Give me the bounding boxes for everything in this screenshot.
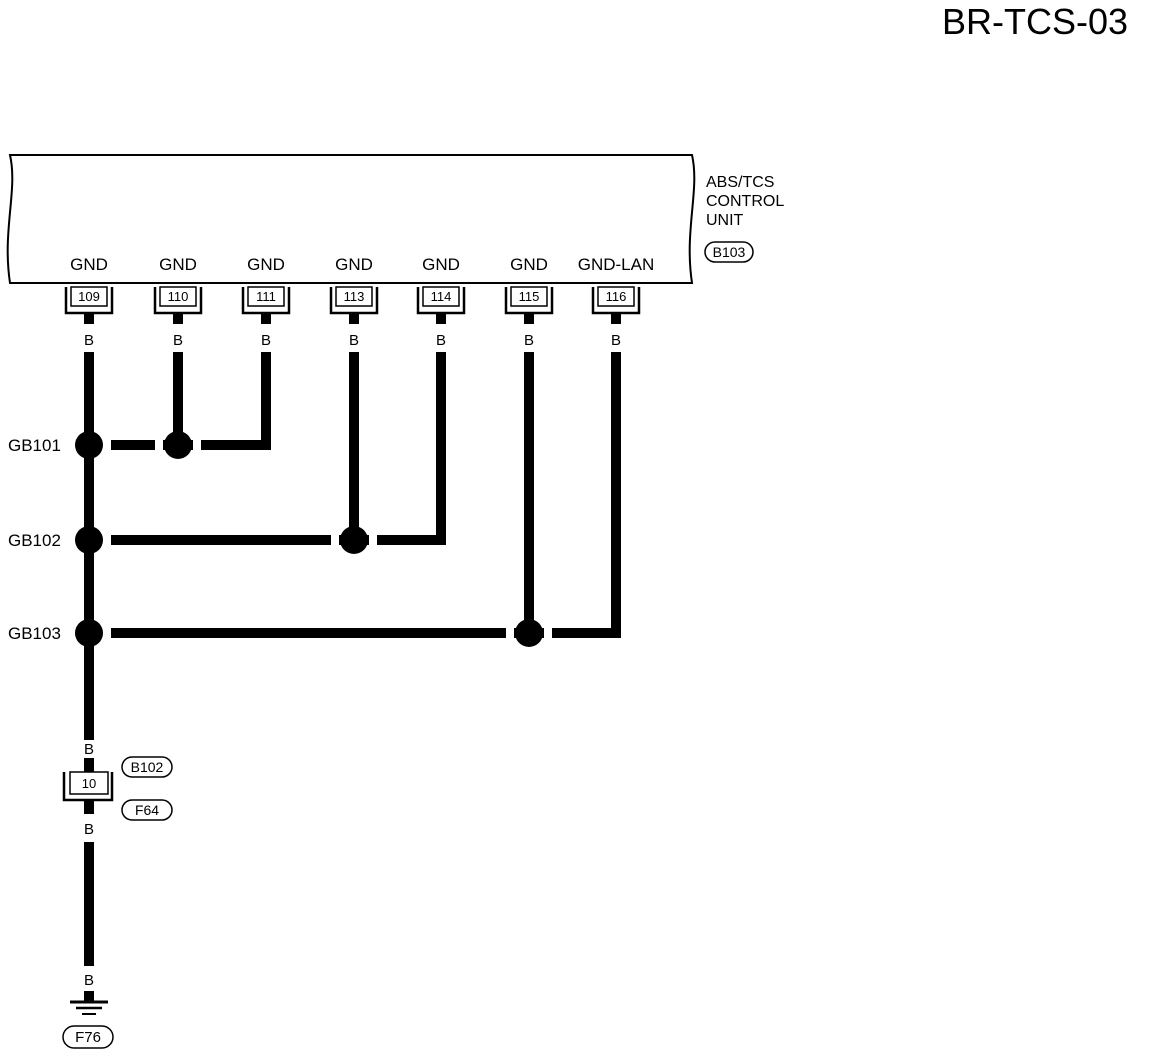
ground-icon [70, 991, 108, 1015]
signal-label-115: GND [510, 255, 548, 274]
signal-label-114: GND [422, 255, 460, 274]
wire-114-to-gb102 [107, 352, 446, 545]
wire-color-114: B [436, 332, 446, 349]
control-unit-name-line1: ABS/TCS [706, 174, 774, 191]
wire-111-to-gb101 [107, 352, 271, 450]
signal-label-110: GND [159, 255, 197, 274]
pin-number-110: 110 [168, 289, 189, 304]
wire-color-110: B [173, 332, 183, 349]
joint-upper-connector-tag: B102 [121, 756, 173, 778]
control-unit-connector-tag: B103 [704, 241, 754, 263]
pin-terminal-116: 116 [591, 286, 641, 315]
pin-number-116: 116 [606, 289, 627, 304]
wire-color-111: B [261, 332, 271, 349]
signal-label-113: GND [335, 255, 373, 274]
pin-terminal-113: 113 [329, 286, 379, 315]
joint-connector-pin: 10 [82, 776, 96, 791]
pin-terminal-110: 110 [153, 286, 203, 315]
page-code: BR-TCS-03 [942, 1, 1128, 42]
pin-number-109: 109 [78, 289, 100, 304]
pin-number-111: 111 [256, 289, 276, 304]
splice-dot-110 [164, 431, 192, 459]
wire-color-109: B [84, 332, 94, 349]
wire-color-116: B [611, 332, 621, 349]
splice-label-gb101: GB101 [8, 436, 61, 455]
splice-label-gb103: GB103 [8, 624, 61, 643]
pin-number-114: 114 [431, 289, 452, 304]
splice-dot-gb101 [75, 431, 103, 459]
splice-dot-gb103 [75, 619, 103, 647]
pin-number-113: 113 [344, 289, 365, 304]
wire-color-ground: B [84, 972, 94, 989]
wire-color-below-joint: B [84, 821, 94, 838]
terminal-stubs [84, 313, 621, 324]
pin-terminal-111: 111 [241, 286, 291, 315]
control-unit-name-line3: UNIT [706, 212, 744, 229]
ground-connector-label: F76 [75, 1029, 101, 1046]
signal-label-109: GND [70, 255, 108, 274]
signal-label-116: GND-LAN [578, 255, 655, 274]
pin-number-115: 115 [519, 289, 540, 304]
pin-terminal-114: 114 [416, 286, 466, 315]
pin-terminal-109: 109 [64, 286, 114, 315]
joint-lower-connector-tag: F64 [121, 799, 173, 821]
wire-gaps [103, 438, 552, 640]
splice-dot-113 [340, 526, 368, 554]
control-unit-name-line2: CONTROL [706, 193, 784, 210]
splice-dots [75, 431, 543, 647]
control-unit-box [6, 154, 696, 284]
splice-dot-gb102 [75, 526, 103, 554]
wire-color-115: B [524, 332, 534, 349]
joint-upper-connector-label: B102 [131, 759, 164, 775]
control-unit-connector-label: B103 [713, 244, 746, 260]
pin-terminal-115: 115 [504, 286, 554, 315]
splice-dot-115 [515, 619, 543, 647]
wire-color-113: B [349, 332, 359, 349]
splice-label-gb102: GB102 [8, 531, 61, 550]
wire-color-above-joint: B [84, 741, 94, 758]
ground-connector-tag: F76 [62, 1025, 114, 1049]
wire-116-to-gb103 [107, 352, 621, 638]
signal-label-111: GND [247, 255, 285, 274]
joint-lower-connector-label: F64 [135, 802, 159, 818]
joint-connector: 10 [62, 771, 114, 802]
